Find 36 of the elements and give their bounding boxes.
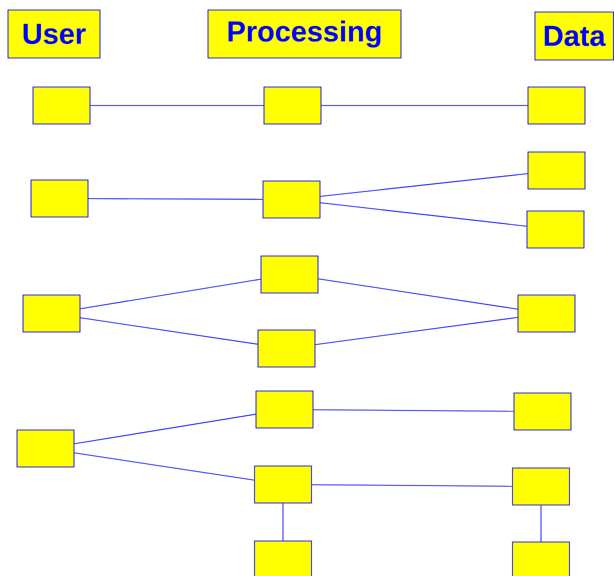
- empty-box: [22, 294, 80, 332]
- empty-box: [254, 466, 312, 504]
- empty-box: [254, 540, 312, 576]
- empty-box: [528, 152, 586, 190]
- empty-box: [262, 180, 320, 218]
- connector-line: [90, 105, 264, 106]
- empty-box: [514, 392, 572, 430]
- connector-line: [313, 409, 514, 412]
- header-box: Data: [534, 12, 614, 60]
- connector-line: [318, 278, 518, 310]
- empty-box: [512, 468, 570, 506]
- connector-line: [80, 317, 258, 345]
- empty-box: [512, 542, 570, 576]
- connector-line: [320, 202, 527, 227]
- empty-box: [528, 86, 586, 124]
- empty-box: [32, 86, 90, 124]
- empty-box: [526, 210, 584, 248]
- connector-line: [320, 173, 528, 197]
- connector-line: [321, 105, 528, 106]
- connector-line: [74, 452, 254, 481]
- connector-line: [80, 278, 261, 310]
- empty-box: [260, 256, 318, 294]
- empty-box: [264, 86, 322, 124]
- connector-line: [74, 414, 256, 444]
- connector-line: [315, 316, 518, 345]
- connector-line: [88, 198, 263, 200]
- empty-box: [16, 430, 74, 468]
- header-box: User: [8, 10, 100, 58]
- empty-box: [518, 294, 576, 332]
- empty-box: [30, 180, 88, 218]
- connector-line: [312, 484, 512, 487]
- connector-line: [540, 505, 542, 542]
- empty-box: [256, 390, 314, 428]
- header-box: Processing: [208, 10, 402, 58]
- empty-box: [258, 330, 316, 368]
- connector-line: [282, 503, 284, 541]
